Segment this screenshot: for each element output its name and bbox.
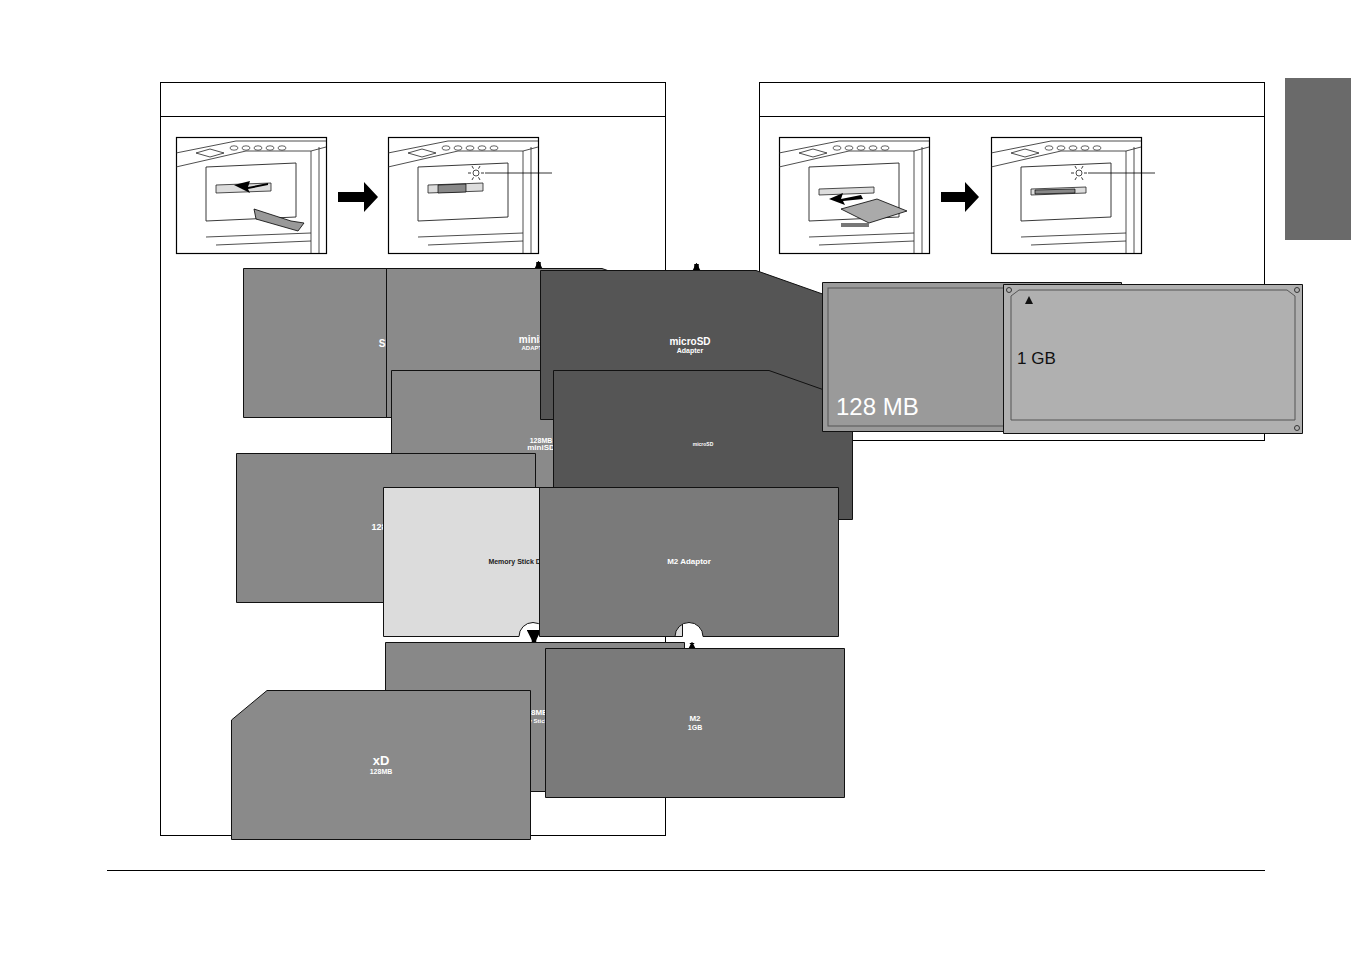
printer-slot-illustration [388,138,539,254]
card-label: 1GB [688,724,702,732]
card-label: microSD [669,336,710,347]
footer-rule [107,870,1265,871]
card-label: microSD [693,442,714,448]
card-label: M2 Adaptor [667,558,711,567]
m2-adaptor: M2 Adaptor [539,487,839,637]
insert-arrow [690,643,695,644]
card-label: 1 GB [1017,350,1056,369]
big-arrow [338,182,979,212]
card-label: Adapter [677,347,703,355]
panel-header-rule [160,116,666,117]
card-label: miniSD [527,444,555,453]
card-label: M2 [689,715,700,724]
printer-slot-illustration [991,138,1142,254]
printer-slot-illustration [176,138,327,254]
leader-line [485,173,552,174]
microdrive-card: 1 GB [1003,284,1303,434]
card-outline [545,648,845,798]
m2-card: M21GB [545,648,845,798]
panel-header-rule [759,116,1265,117]
card-label: 128 MB [836,394,919,420]
printer-slot-illustration [779,138,930,254]
printer-illustrations [176,138,1155,254]
card-label: xD [373,754,390,768]
leader-line [1088,173,1155,174]
card-label: 128MB [370,768,393,776]
xd-card: xD128MB [231,690,531,840]
card-label: 128MB [530,437,553,445]
section-tab [1285,78,1351,240]
